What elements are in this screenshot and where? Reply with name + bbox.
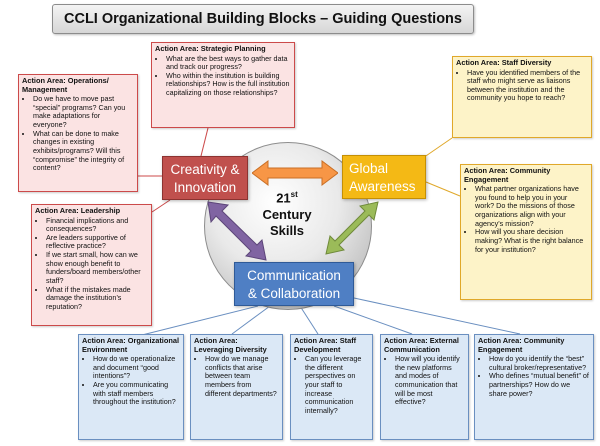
list-item: Financial implications and consequences? xyxy=(46,216,148,234)
box-strategic-planning: Action Area: Strategic Planning What are… xyxy=(151,42,295,128)
connector-strategic-planning xyxy=(199,127,209,161)
connector-org-environment xyxy=(129,305,259,339)
list-item: Can you leverage the different perspecti… xyxy=(305,354,369,415)
list-item: How do we manage conflicts that arise be… xyxy=(205,354,279,398)
box-staff-development: Action Area: Staff Development Can you l… xyxy=(290,334,373,440)
list-item: What are the best ways to gather data an… xyxy=(166,54,291,72)
skill-communication-collaboration: Communication & Collaboration xyxy=(234,262,354,306)
list-item: If we start small, how can we show enoug… xyxy=(46,250,148,286)
connector-community-bottom xyxy=(353,297,521,335)
skill-creativity-line2: Innovation xyxy=(173,179,237,195)
list-item: Do we have to move past “special” progra… xyxy=(33,94,134,130)
box-community-engagement-bottom: Action Area: Community Engagement How do… xyxy=(474,334,594,440)
page-title: CCLI Organizational Building Blocks – Gu… xyxy=(52,4,474,34)
list-item: Are leaders supportive of reflective pra… xyxy=(46,233,148,251)
list-item: How will you share decision making? What… xyxy=(475,227,588,254)
box-community-engagement-right: Action Area: Community Engagement What p… xyxy=(460,164,592,300)
green-double-arrow-icon xyxy=(325,201,379,255)
box-heading: Action Area: Community Engagement xyxy=(478,336,565,354)
skill-global-awareness: Global Awareness xyxy=(342,155,426,199)
list-item: Who within the institution is building r… xyxy=(166,71,291,98)
skill-communication-line2: & Collaboration xyxy=(247,285,341,301)
box-organizational-environment: Action Area: Organizational Environment … xyxy=(78,334,184,440)
orange-double-arrow-icon xyxy=(252,160,338,186)
list-item: How do you identify the “best” cultural … xyxy=(489,354,590,372)
box-leveraging-diversity: Action Area: Leveraging Diversity How do… xyxy=(190,334,283,440)
box-leadership: Action Area: Leadership Financial implic… xyxy=(31,204,152,326)
skill-global-line2: Awareness xyxy=(349,178,416,194)
box-heading: Action Area: Leadership xyxy=(35,206,121,215)
box-heading: Action Area: Operations/ Management xyxy=(22,76,109,94)
list-item: Are you communicating with staff members… xyxy=(93,380,180,407)
list-item: How will you identify the new platforms … xyxy=(395,354,465,407)
box-operations-management: Action Area: Operations/ Management Do w… xyxy=(18,74,138,192)
box-external-communication: Action Area: External Communication How … xyxy=(380,334,469,440)
box-heading: Action Area: External Communication xyxy=(384,336,459,354)
center-line1: 21 xyxy=(276,190,291,206)
box-staff-diversity: Action Area: Staff Diversity Have you id… xyxy=(452,56,592,138)
list-item: What if the mistakes made damage the ins… xyxy=(46,285,148,312)
center-label: 21st Century Skills xyxy=(247,190,327,239)
connector-leadership xyxy=(151,199,171,213)
list-item: How do we operationalize and document “g… xyxy=(93,354,180,381)
list-item: What partner organizations have you foun… xyxy=(475,184,588,228)
box-heading: Action Area: Staff Development xyxy=(294,336,357,354)
center-line2: Century xyxy=(262,206,312,222)
box-heading: Action Area: Organizational Environment xyxy=(82,336,180,354)
skill-creativity-innovation: Creativity & Innovation xyxy=(162,156,248,200)
list-item: Who defines “mutual benefit” of partners… xyxy=(489,372,590,398)
purple-double-arrow-icon xyxy=(207,201,267,261)
skill-global-line1: Global xyxy=(349,161,389,176)
list-item: What can be done to make changes in exis… xyxy=(33,129,134,173)
skill-communication-line1: Communication xyxy=(247,268,341,283)
center-line3: Skills xyxy=(270,222,304,238)
skill-creativity-line1: Creativity & xyxy=(170,162,240,177)
connector-external xyxy=(333,305,413,335)
connector-community-right xyxy=(425,181,461,197)
list-item: Have you identified members of the staff… xyxy=(467,68,588,104)
connector-leveraging xyxy=(231,305,271,335)
box-heading: Action Area: Community Engagement xyxy=(464,166,551,184)
center-sup: st xyxy=(290,190,298,199)
connector-staff-dev xyxy=(299,305,319,335)
box-heading: Action Area: Staff Diversity xyxy=(456,58,552,67)
box-heading: Action Area: Strategic Planning xyxy=(155,44,266,53)
box-heading: Action Area: Leveraging Diversity xyxy=(194,336,267,354)
